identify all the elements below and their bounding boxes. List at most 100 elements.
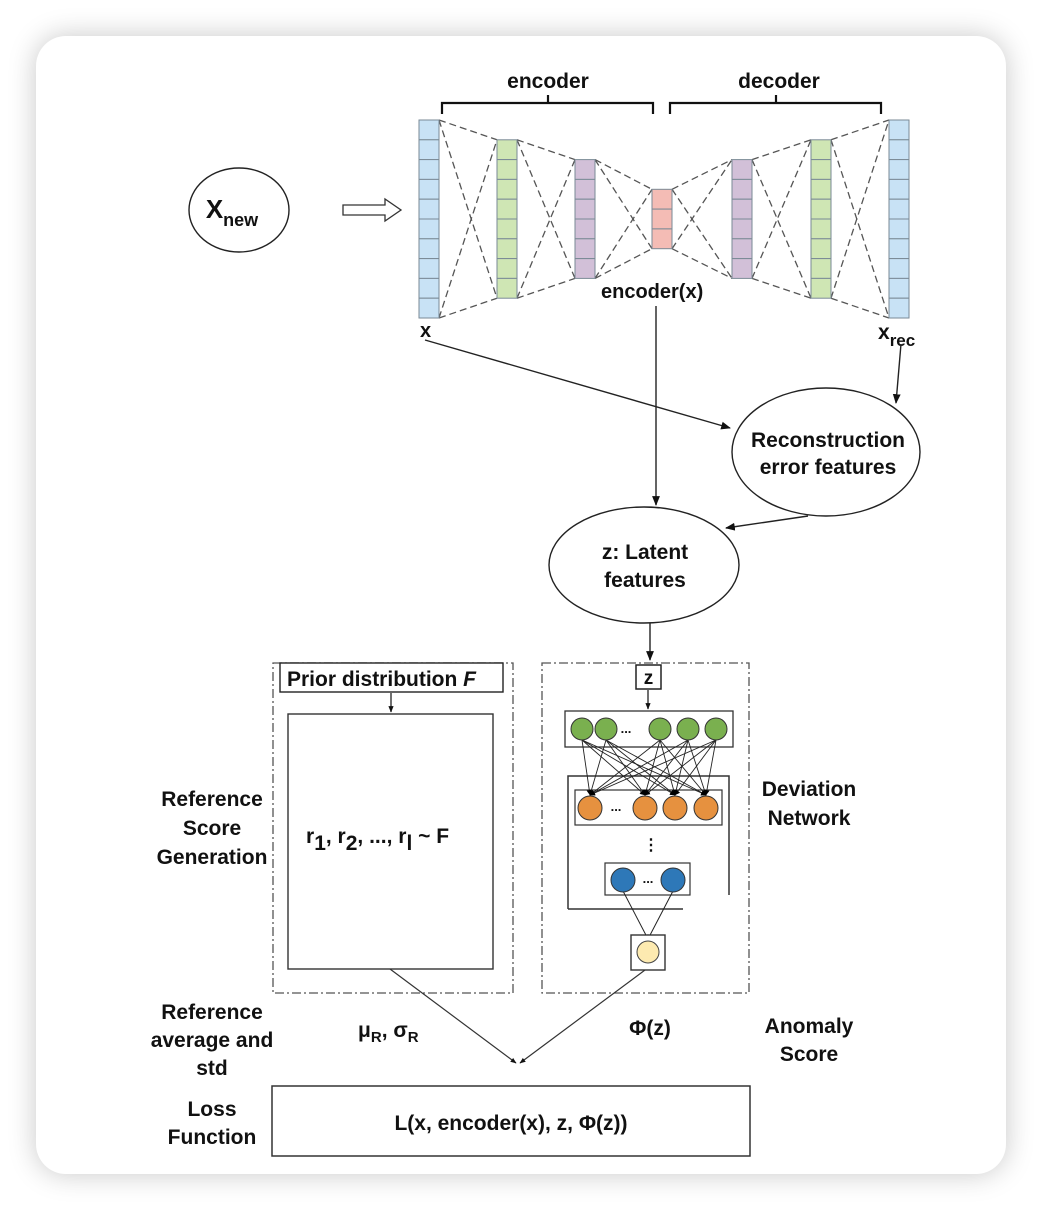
layer-cell xyxy=(810,159,832,180)
reconstruction-label-line2: error features xyxy=(760,456,897,479)
layer-cell xyxy=(574,258,596,279)
dashed-connection xyxy=(438,297,498,319)
neuron-connection xyxy=(622,890,649,940)
layer-cell xyxy=(574,198,596,220)
hollow-arrow-icon xyxy=(342,197,403,223)
neuron-connection xyxy=(581,739,646,796)
neuron-connection xyxy=(659,739,707,796)
layer-cell xyxy=(496,178,518,200)
neuron-connection xyxy=(589,739,689,796)
dashed-connection xyxy=(751,139,812,279)
autoencoder-layers xyxy=(418,119,910,319)
reference-score-generation-line: Reference xyxy=(161,788,263,811)
layer-cell xyxy=(651,208,673,230)
neuron-connection xyxy=(581,739,707,796)
z-input-box xyxy=(635,664,662,690)
layer-output xyxy=(888,119,910,319)
reference-stats-formula: μR, σR xyxy=(358,1019,419,1046)
layer-cell xyxy=(810,218,832,240)
z-input-label: z xyxy=(644,668,654,689)
reference-average-std-line: std xyxy=(196,1057,228,1080)
reference-score-generation-line: Score xyxy=(183,817,241,840)
layer-cell xyxy=(418,258,440,279)
layer-cell xyxy=(418,119,440,141)
layer-cell xyxy=(418,297,440,319)
neuron-connection xyxy=(687,739,708,796)
hidden-neuron xyxy=(662,795,688,821)
arrow-reference-to-loss xyxy=(389,968,517,1064)
neuron-connection xyxy=(581,739,592,796)
dashed-connection xyxy=(438,139,498,319)
layer-cell xyxy=(810,198,832,220)
prior-distribution-label: Prior distribution F xyxy=(287,668,477,691)
latent-label-line2: features xyxy=(604,569,686,592)
dashed-connection xyxy=(751,159,812,299)
layer-cell xyxy=(496,238,518,260)
neuron-connection xyxy=(581,739,676,796)
layer-cell xyxy=(888,258,910,279)
layer-cell xyxy=(731,218,753,240)
arrow-x-to-recon xyxy=(424,339,731,430)
autoencoder-connections xyxy=(438,119,890,319)
reconstruction-label-line1: Reconstruction xyxy=(751,429,905,452)
layer-bottleneck xyxy=(651,188,673,250)
dashed-connection xyxy=(516,159,576,299)
dashed-connection xyxy=(830,297,890,319)
decoder-bracket xyxy=(668,95,883,114)
input-neuron xyxy=(594,717,618,741)
layer-cell xyxy=(496,277,518,299)
layer-cell xyxy=(496,139,518,161)
layer-enc-hidden-1 xyxy=(496,139,518,299)
neuron-connection xyxy=(589,739,661,796)
layer-cell xyxy=(888,139,910,161)
x-new-label: Xnew xyxy=(206,194,259,230)
input-neuron xyxy=(676,717,700,741)
layer-cell xyxy=(888,238,910,260)
neuron-connection xyxy=(605,739,676,796)
layer-cell xyxy=(574,238,596,260)
last-layer-ellipsis: ... xyxy=(643,871,654,886)
input-x-label: x xyxy=(420,320,431,342)
layer-cell xyxy=(418,277,440,299)
anomaly-score-value: Φ(z) xyxy=(629,1017,671,1040)
layer-cell xyxy=(888,218,910,240)
dashed-connection xyxy=(830,139,890,319)
input-neuron xyxy=(648,717,672,741)
dashed-connection xyxy=(830,119,890,141)
deviation-network-panel xyxy=(541,662,750,994)
prior-distribution-box xyxy=(279,662,504,693)
neuron-connection xyxy=(588,739,607,796)
layer-cell xyxy=(810,258,832,279)
arrow-anomaly-to-loss xyxy=(519,969,646,1064)
layer-cell xyxy=(418,159,440,180)
layer-cell xyxy=(810,277,832,299)
dashed-connection xyxy=(830,119,890,299)
arrow-xrec-to-recon xyxy=(892,343,902,404)
neuron-connection xyxy=(674,739,717,796)
layer-enc-hidden-2 xyxy=(574,159,596,279)
anomaly-score-line: Anomaly xyxy=(765,1015,854,1038)
input-layer-ellipsis: ... xyxy=(621,721,632,736)
layer-cell xyxy=(888,159,910,180)
last-layer-neuron xyxy=(660,867,686,893)
layer-cell xyxy=(731,198,753,220)
latent-features-node xyxy=(548,506,740,624)
layer-cell xyxy=(574,159,596,180)
layer-cell xyxy=(496,159,518,180)
dashed-connection xyxy=(516,277,576,299)
reference-samples-box xyxy=(287,713,494,970)
deviation-network-line: Deviation xyxy=(762,778,857,801)
input-neuron xyxy=(704,717,728,741)
encoder-bracket xyxy=(440,95,655,114)
hidden-neuron xyxy=(632,795,658,821)
layer-cell xyxy=(651,188,673,210)
layer-cell xyxy=(574,178,596,200)
layer-cell xyxy=(418,238,440,260)
neuron-connection xyxy=(605,739,707,796)
layer-dec-hidden-1 xyxy=(731,159,753,279)
reference-average-std-line: Reference xyxy=(161,1001,263,1024)
dashed-connection xyxy=(671,248,733,279)
loss-function-line: Loss xyxy=(187,1098,236,1121)
